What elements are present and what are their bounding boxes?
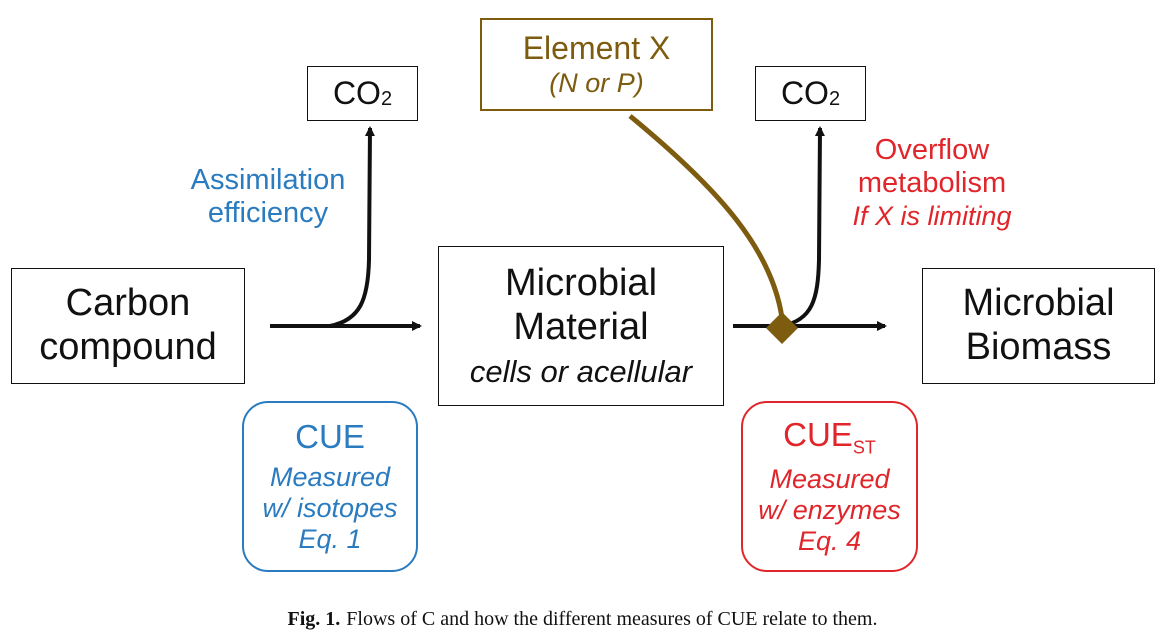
microbial-biomass-line1: Microbial — [962, 282, 1115, 325]
element-x-title: Element X — [522, 29, 671, 66]
microbial-material-line2: Material — [513, 306, 649, 349]
assimilation-efficiency-label: Assimilation efficiency — [178, 164, 358, 231]
cue-measure-box: CUE Measured w/ isotopes Eq. 1 — [242, 401, 418, 572]
assimilation-line2: efficiency — [207, 197, 329, 230]
co2-left-subscript: 2 — [380, 88, 393, 110]
cue-title: CUE — [295, 417, 365, 455]
flow-arrows — [270, 114, 887, 344]
cue-st-line1: Measured — [769, 464, 890, 495]
carbon-compound-box: Carbon compound — [11, 268, 245, 384]
overflow-metabolism-label: Overflow metabolism If X is limiting — [834, 134, 1030, 232]
cue-st-measure-box: CUEST Measured w/ enzymes Eq. 4 — [741, 401, 918, 572]
microbial-biomass-line2: Biomass — [965, 326, 1112, 368]
cue-st-line2: w/ enzymes — [758, 495, 901, 526]
microbial-material-box: Microbial Material cells or acellular — [438, 246, 724, 406]
carbon-compound-line2: compound — [39, 326, 217, 368]
element-x-box: Element X (N or P) — [480, 18, 713, 111]
cue-line1: Measured — [269, 461, 391, 492]
element-x-curve — [628, 114, 785, 319]
caption-fig-label: Fig. 1. — [287, 608, 341, 630]
overflow-line1: Overflow — [874, 134, 990, 166]
element-x-sub: (N or P) — [549, 68, 644, 99]
overflow-arrow-right — [781, 126, 825, 328]
cue-st-title-sub: ST — [852, 437, 876, 458]
cue-line2: w/ isotopes — [262, 492, 398, 523]
microbial-material-line1: Microbial — [504, 262, 658, 305]
caption-text: Flows of C and how the different measure… — [346, 608, 878, 630]
junction-diamond — [766, 312, 798, 344]
co2-left-base: CO — [332, 75, 381, 111]
overflow-line3: If X is limiting — [852, 200, 1012, 231]
microbial-material-sub: cells or acellular — [469, 353, 693, 389]
cue-st-title-base: CUE — [783, 415, 853, 453]
co2-right-subscript: 2 — [828, 88, 841, 110]
respiration-arrow-left — [329, 126, 375, 328]
assimilation-line1: Assimilation — [190, 164, 346, 196]
microbial-biomass-box: Microbial Biomass — [922, 268, 1155, 384]
co2-right-base: CO — [780, 75, 829, 111]
overflow-line2: metabolism — [857, 167, 1007, 200]
cue-st-title: CUEST — [783, 416, 876, 458]
cue-st-line3: Eq. 4 — [797, 526, 862, 557]
carbon-compound-line1: Carbon — [65, 282, 191, 325]
cue-line3: Eq. 1 — [298, 523, 362, 554]
figure-caption: Fig. 1.Flows of C and how the different … — [0, 608, 1165, 631]
